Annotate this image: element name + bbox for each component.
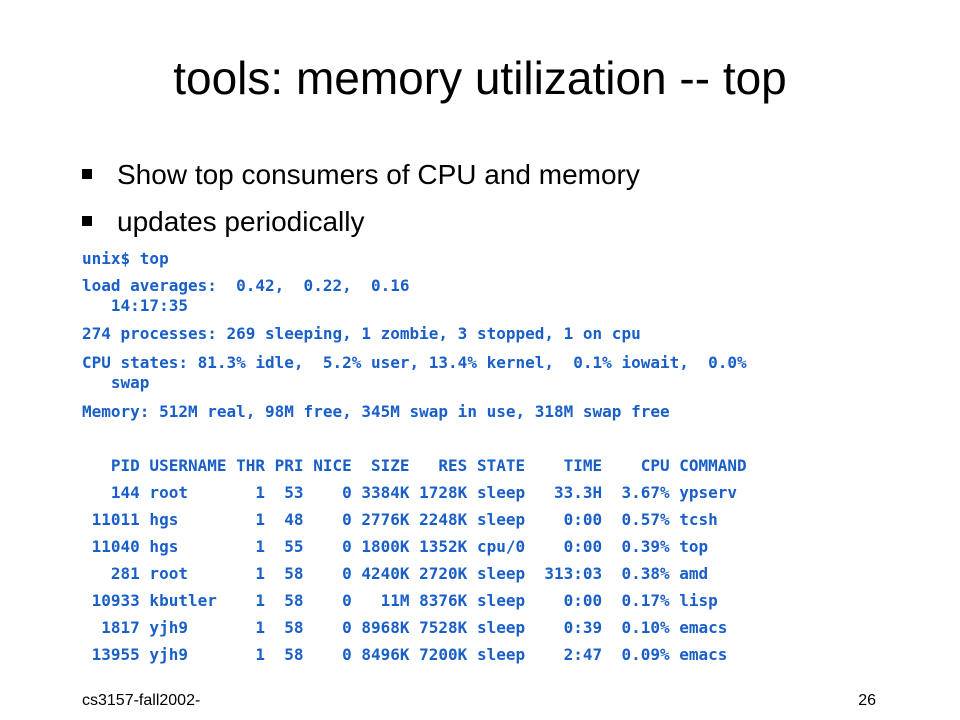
bullet-item: updates periodically [82, 205, 640, 239]
slide-title: tools: memory utilization -- top [173, 52, 787, 104]
terminal-processes: 274 processes: 269 sleeping, 1 zombie, 3… [82, 324, 641, 343]
footer-course-label: cs3157-fall2002- [82, 692, 201, 709]
terminal-command: unix$ top [82, 249, 169, 268]
bullet-text: Show top consumers of CPU and memory [117, 159, 640, 190]
process-row: 11011 hgs 1 48 0 2776K 2248K sleep 0:00 … [82, 510, 718, 529]
square-bullet-icon [82, 215, 92, 226]
process-table-header: PID USERNAME THR PRI NICE SIZE RES STATE… [82, 456, 747, 475]
process-row: 10933 kbutler 1 58 0 11M 8376K sleep 0:0… [82, 591, 718, 610]
page-number: 26 [858, 692, 876, 709]
process-row: 144 root 1 53 0 3384K 1728K sleep 33.3H … [82, 483, 738, 502]
terminal-load-averages: load averages: 0.42, 0.22, 0.16 14:17:35 [82, 276, 410, 315]
bullet-list: Show top consumers of CPU and memory upd… [82, 158, 640, 252]
process-row: 11040 hgs 1 55 0 1800K 1352K cpu/0 0:00 … [82, 537, 709, 556]
bullet-text: updates periodically [117, 206, 365, 237]
square-bullet-icon [82, 168, 92, 179]
process-row: 281 root 1 58 0 4240K 2720K sleep 313:03… [82, 564, 709, 583]
process-row: 1817 yjh9 1 58 0 8968K 7528K sleep 0:39 … [82, 618, 728, 637]
bullet-item: Show top consumers of CPU and memory [82, 158, 640, 192]
terminal-memory: Memory: 512M real, 98M free, 345M swap i… [82, 402, 670, 421]
terminal-cpu-states: CPU states: 81.3% idle, 5.2% user, 13.4%… [82, 353, 747, 392]
process-row: 13955 yjh9 1 58 0 8496K 7200K sleep 2:47… [82, 645, 728, 664]
